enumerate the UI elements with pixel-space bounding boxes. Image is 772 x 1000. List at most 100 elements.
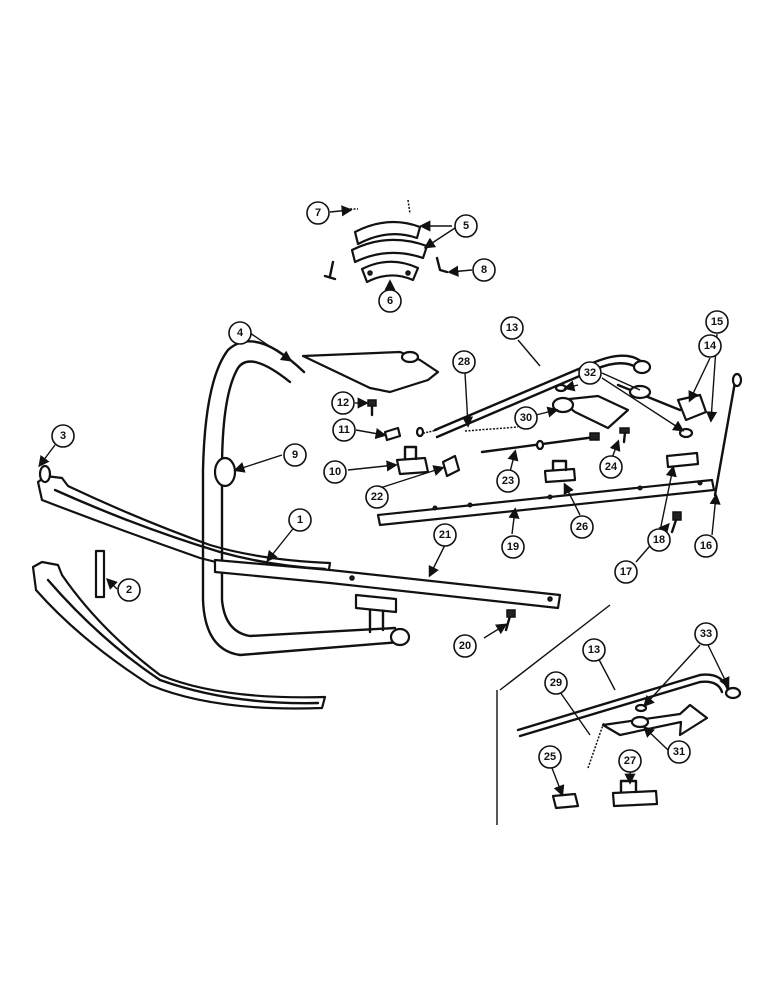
svg-text:28: 28 (458, 356, 470, 368)
inset-plate-31 (601, 703, 709, 737)
callout-31: 31 (667, 740, 691, 764)
callout-2: 2 (117, 578, 141, 602)
svg-text:8: 8 (481, 264, 487, 276)
callout-23: 23 (496, 469, 520, 493)
callout-16: 16 (694, 534, 718, 558)
svg-text:14: 14 (704, 340, 717, 352)
svg-text:20: 20 (459, 640, 471, 652)
callout-11: 11 (332, 418, 356, 442)
callout-4: 4 (228, 321, 252, 345)
svg-text:32: 32 (584, 367, 596, 379)
bolt-17 (670, 518, 678, 534)
callout-12: 12 (331, 391, 355, 415)
long-skid (36, 474, 332, 577)
bar-bracket (354, 593, 398, 614)
cross-bar (213, 558, 562, 610)
washer (38, 464, 52, 484)
lower-pad (360, 260, 420, 284)
callout-8: 8 (472, 258, 496, 282)
svg-text:30: 30 (520, 412, 532, 424)
svg-text:12: 12 (337, 397, 349, 409)
svg-text:18: 18 (653, 534, 665, 546)
svg-text:6: 6 (387, 295, 393, 307)
callout-15: 15 (705, 310, 729, 334)
callout-17: 17 (614, 560, 638, 584)
callout-13-inset: 13 (582, 638, 606, 662)
plate-30 (558, 394, 630, 430)
lever-block (676, 393, 708, 422)
svg-text:3: 3 (60, 430, 66, 442)
spring-28 (464, 426, 519, 432)
inset-bracket-25 (551, 792, 580, 810)
callout-7: 7 (306, 201, 330, 225)
callout-14: 14 (698, 334, 722, 358)
callout-3: 3 (51, 424, 75, 448)
svg-text:22: 22 (371, 491, 383, 503)
svg-text:17: 17 (620, 566, 632, 578)
upper-pad (353, 220, 422, 246)
inset-spring-29 (587, 721, 605, 769)
svg-text:24: 24 (605, 461, 618, 473)
callout-30: 30 (514, 406, 538, 430)
svg-text:23: 23 (502, 475, 514, 487)
svg-text:15: 15 (711, 316, 723, 328)
svg-text:2: 2 (126, 584, 132, 596)
callout-25: 25 (538, 745, 562, 769)
svg-text:16: 16 (700, 540, 712, 552)
callout-13: 13 (500, 316, 524, 340)
svg-text:4: 4 (237, 327, 244, 339)
callout-9: 9 (283, 443, 307, 467)
svg-text:27: 27 (624, 755, 636, 767)
hoop-frame (201, 340, 402, 657)
hoop-clamp (213, 456, 237, 488)
plate-22 (441, 454, 461, 478)
bracket-10 (395, 456, 430, 476)
callout-19: 19 (501, 535, 525, 559)
svg-text:13: 13 (588, 644, 600, 656)
svg-text:11: 11 (338, 424, 350, 436)
middle-pad (350, 238, 429, 264)
svg-text:9: 9 (292, 449, 298, 461)
washer-32-a (554, 383, 568, 393)
svg-text:25: 25 (544, 751, 556, 763)
callout-1: 1 (288, 508, 312, 532)
callout-29: 29 (544, 671, 568, 695)
svg-text:31: 31 (673, 746, 685, 758)
short-skid (31, 560, 327, 710)
callout-6: 6 (378, 289, 402, 313)
bracket-18 (665, 451, 700, 469)
top-pad-assembly (323, 199, 449, 284)
bracket-26 (543, 467, 577, 484)
inset-washer-33 (634, 703, 648, 713)
svg-text:5: 5 (463, 220, 469, 232)
callout-10: 10 (323, 460, 347, 484)
callout-33: 33 (694, 622, 718, 646)
callout-20: 20 (453, 634, 477, 658)
bolt-left (323, 260, 337, 281)
callout-22: 22 (365, 485, 389, 509)
spring-top (407, 199, 411, 215)
callout-27: 27 (618, 749, 642, 773)
svg-text:21: 21 (439, 529, 451, 541)
callout-18: 18 (647, 528, 671, 552)
inset-divider (496, 604, 611, 825)
callout-24: 24 (599, 455, 623, 479)
svg-text:33: 33 (700, 628, 712, 640)
svg-text:29: 29 (550, 677, 562, 689)
svg-text:7: 7 (315, 207, 321, 219)
rod-16 (713, 380, 737, 497)
clevis-11 (383, 426, 402, 442)
callout-5: 5 (454, 214, 478, 238)
wear-strip (94, 549, 106, 599)
callout-26: 26 (570, 515, 594, 539)
hoop-end (389, 627, 411, 647)
callout-28: 28 (452, 350, 476, 374)
svg-text:13: 13 (506, 322, 518, 334)
inset-bracket-27 (611, 789, 659, 808)
svg-text:1: 1 (297, 514, 303, 526)
svg-text:26: 26 (576, 521, 588, 533)
svg-text:19: 19 (507, 541, 519, 553)
callout-21: 21 (433, 523, 457, 547)
bolt-right (435, 256, 449, 274)
